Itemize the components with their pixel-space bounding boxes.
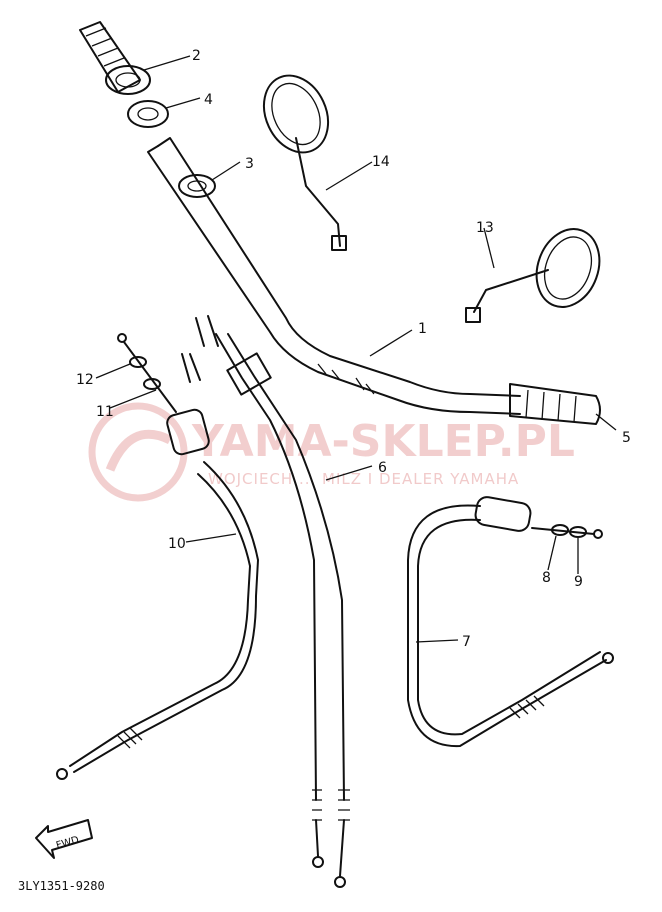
watermark-title: YAMA-SKLEP.PL	[191, 416, 575, 467]
handlebar	[147, 137, 521, 415]
leader-lines	[95, 55, 617, 643]
callout-13: 13	[476, 220, 494, 236]
diagram-code: 3LY1351-9280	[18, 879, 105, 893]
callout-12: 12	[76, 372, 94, 388]
right-mirror	[465, 228, 601, 323]
callout-9: 9	[574, 574, 583, 590]
fwd-label: FWD	[55, 835, 81, 852]
callout-4: 4	[204, 92, 213, 108]
callout-11: 11	[96, 404, 114, 420]
clamp	[178, 174, 216, 198]
choke-cable	[407, 496, 614, 748]
throttle-cables	[181, 315, 350, 888]
callout-2: 2	[192, 48, 201, 64]
callout-10: 10	[168, 536, 186, 552]
callout-5: 5	[622, 430, 631, 446]
left-grip	[79, 21, 151, 95]
left-mirror	[262, 74, 347, 251]
clutch-cable	[56, 408, 259, 780]
washer	[127, 100, 169, 128]
right-grip	[509, 383, 601, 425]
fwd-arrow-icon: FWD	[35, 819, 93, 859]
callout-6: 6	[378, 460, 387, 476]
callout-1: 1	[418, 321, 427, 337]
callout-14: 14	[372, 154, 390, 170]
callout-8: 8	[542, 570, 551, 586]
watermark-subtitle: WOJCIECH ... MILZ I DEALER YAMAHA	[208, 470, 519, 488]
callouts: 2 4 3 14 13 1 5 6 7 8 9 10 11 12	[76, 48, 631, 650]
callout-3: 3	[245, 156, 254, 172]
watermark: YAMA-SKLEP.PL WOJCIECH ... MILZ I DEALER…	[88, 402, 575, 502]
callout-7: 7	[462, 634, 471, 650]
lever-adjuster	[117, 333, 177, 413]
adjuster-nuts	[531, 524, 603, 539]
